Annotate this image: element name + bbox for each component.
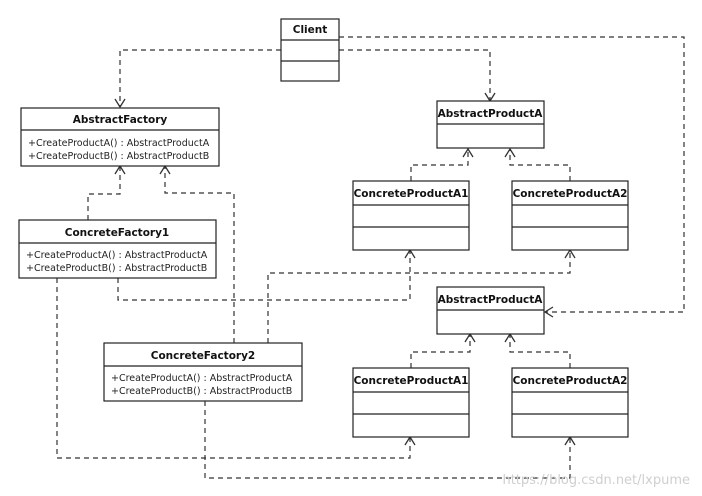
arrowhead-client-abstractfactory <box>114 98 126 109</box>
dep-cpa1bot-apabot <box>410 335 471 368</box>
class-client: Client <box>280 18 340 82</box>
class-name: ConcreteProductA2 <box>513 188 628 200</box>
dep-client-productA-top <box>339 49 491 100</box>
class-name: ConcreteFactory1 <box>65 227 170 239</box>
class-concrete-factory1: ConcreteFactory1 +CreateProductA() : Abs… <box>18 219 217 279</box>
dep-cf2-cpa2top <box>267 251 571 343</box>
class-concrete-factory2: ConcreteFactory2 +CreateProductA() : Abs… <box>103 342 303 402</box>
class-concrete-product-a1-top: ConcreteProductA1 <box>352 180 470 251</box>
class-member: +CreateProductA() : AbstractProductA <box>111 373 293 384</box>
class-abstract-factory: AbstractFactory +CreateProductA() : Abst… <box>20 107 220 167</box>
dep-cpa2bot-apabot <box>509 335 571 368</box>
dep-cf1-cpa1top <box>117 251 411 301</box>
class-name: AbstractFactory <box>73 114 168 126</box>
dep-cf1-abstractfactory <box>87 167 121 220</box>
class-abstract-product-a-top: AbstractProductA <box>436 100 545 149</box>
arrowhead-cf2-abstractfactory <box>159 164 171 175</box>
arrowhead-cpa1bot-apabot <box>464 332 476 343</box>
watermark-text: https://blog.csdn.net/lxpume <box>502 473 690 488</box>
class-concrete-product-a2-top: ConcreteProductA2 <box>511 180 629 251</box>
dep-cf2-abstractfactory <box>164 167 235 343</box>
class-name: AbstractProductA <box>438 294 544 306</box>
class-concrete-product-a1-bottom: ConcreteProductA1 <box>352 367 470 438</box>
arrowhead-cpa2top-apatop <box>504 147 516 158</box>
dep-client-abstractfactory <box>119 49 281 106</box>
class-member: +CreateProductB() : AbstractProductB <box>26 263 207 274</box>
dep-client-productA-bottom <box>339 36 685 313</box>
arrowhead-client-productA-bottom <box>543 306 554 318</box>
class-name: Client <box>293 24 328 36</box>
class-name: ConcreteProductA2 <box>513 375 628 387</box>
class-name: ConcreteFactory2 <box>151 350 256 362</box>
class-abstract-product-a-bottom: AbstractProductA <box>436 286 545 335</box>
dep-cf1-cpa1bot <box>56 278 411 459</box>
class-member: +CreateProductB() : AbstractProductB <box>111 386 292 397</box>
class-concrete-product-a2-bottom: ConcreteProductA2 <box>511 367 629 438</box>
class-name: ConcreteProductA1 <box>354 375 469 387</box>
class-member: +CreateProductA() : AbstractProductA <box>28 138 210 149</box>
arrowhead-cpa1top-apatop <box>462 147 474 158</box>
dep-cf2-cpa2bot <box>204 401 571 479</box>
class-name: AbstractProductA <box>438 108 544 120</box>
class-name: ConcreteProductA1 <box>354 188 469 200</box>
dep-cpa2top-apatop <box>509 150 571 181</box>
class-member: +CreateProductB() : AbstractProductB <box>28 151 209 162</box>
dep-cpa1top-apatop <box>410 150 469 181</box>
class-member: +CreateProductA() : AbstractProductA <box>26 250 208 261</box>
